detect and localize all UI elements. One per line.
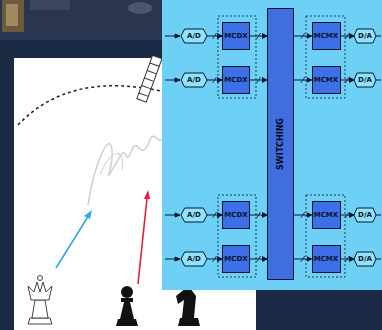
converter-block: A/D <box>181 252 207 266</box>
mux-block: MCMX <box>312 245 341 273</box>
bus-slash <box>345 212 349 218</box>
mux-block: MCMX <box>312 22 341 50</box>
block-label: MCMX <box>314 212 338 219</box>
block-label: A/D <box>187 256 201 263</box>
bus-slash <box>257 33 261 39</box>
bus-slash <box>213 212 217 218</box>
converter-block: D/A <box>354 73 376 87</box>
bus-slash <box>257 256 261 262</box>
bus-slash <box>301 256 305 262</box>
mux-block: MCDX <box>222 201 250 229</box>
black-pawn <box>116 286 138 326</box>
converter-block: D/A <box>354 208 376 222</box>
bus-slash <box>345 77 349 83</box>
mux-block: MCDX <box>222 245 250 273</box>
bus-slash <box>213 77 217 83</box>
block-label: A/D <box>187 77 201 84</box>
signature-scribble <box>100 154 122 175</box>
switching-bar: SWITCHING <box>267 8 294 280</box>
converter-block: D/A <box>354 252 376 266</box>
block-label: MCMX <box>314 33 338 40</box>
bus-slash <box>345 33 349 39</box>
bus-slash <box>257 77 261 83</box>
bus-slash <box>257 212 261 218</box>
bus-slash <box>213 256 217 262</box>
block-label: MCMX <box>314 256 338 263</box>
block-label: MCDX <box>224 212 247 219</box>
bus-slash <box>301 212 305 218</box>
input-wire <box>165 34 180 261</box>
photo-strip <box>0 0 165 40</box>
block-label: D/A <box>358 33 372 40</box>
mux-block: MCMX <box>312 201 341 229</box>
bar-piece <box>137 55 162 102</box>
block-label: D/A <box>358 256 372 263</box>
block-label: A/D <box>187 212 201 219</box>
block-label: MCMX <box>314 77 338 84</box>
block-label: SWITCHING <box>277 118 285 170</box>
black-knight <box>176 288 200 326</box>
converter-block: A/D <box>181 29 207 43</box>
block-label: D/A <box>358 77 372 84</box>
mux-block: MCDX <box>222 22 250 50</box>
converter-block: A/D <box>181 208 207 222</box>
mux-block: MCMX <box>312 66 341 94</box>
block-label: MCDX <box>224 77 247 84</box>
bus-slash <box>301 33 305 39</box>
white-queen <box>28 276 52 325</box>
signature-scribble <box>88 135 165 205</box>
bus-slash <box>213 33 217 39</box>
red-arrow <box>138 190 150 284</box>
output-wire <box>376 36 381 259</box>
blue-arrow <box>56 210 92 268</box>
diagram-panel <box>162 0 382 290</box>
block-label: MCDX <box>224 256 247 263</box>
block-label: MCDX <box>224 33 247 40</box>
mux-block: MCDX <box>222 66 250 94</box>
block-label: D/A <box>358 212 372 219</box>
bus-slash <box>301 77 305 83</box>
converter-block: D/A <box>354 29 376 43</box>
block-label: A/D <box>187 33 201 40</box>
converter-block: A/D <box>181 73 207 87</box>
bus-slash <box>345 256 349 262</box>
